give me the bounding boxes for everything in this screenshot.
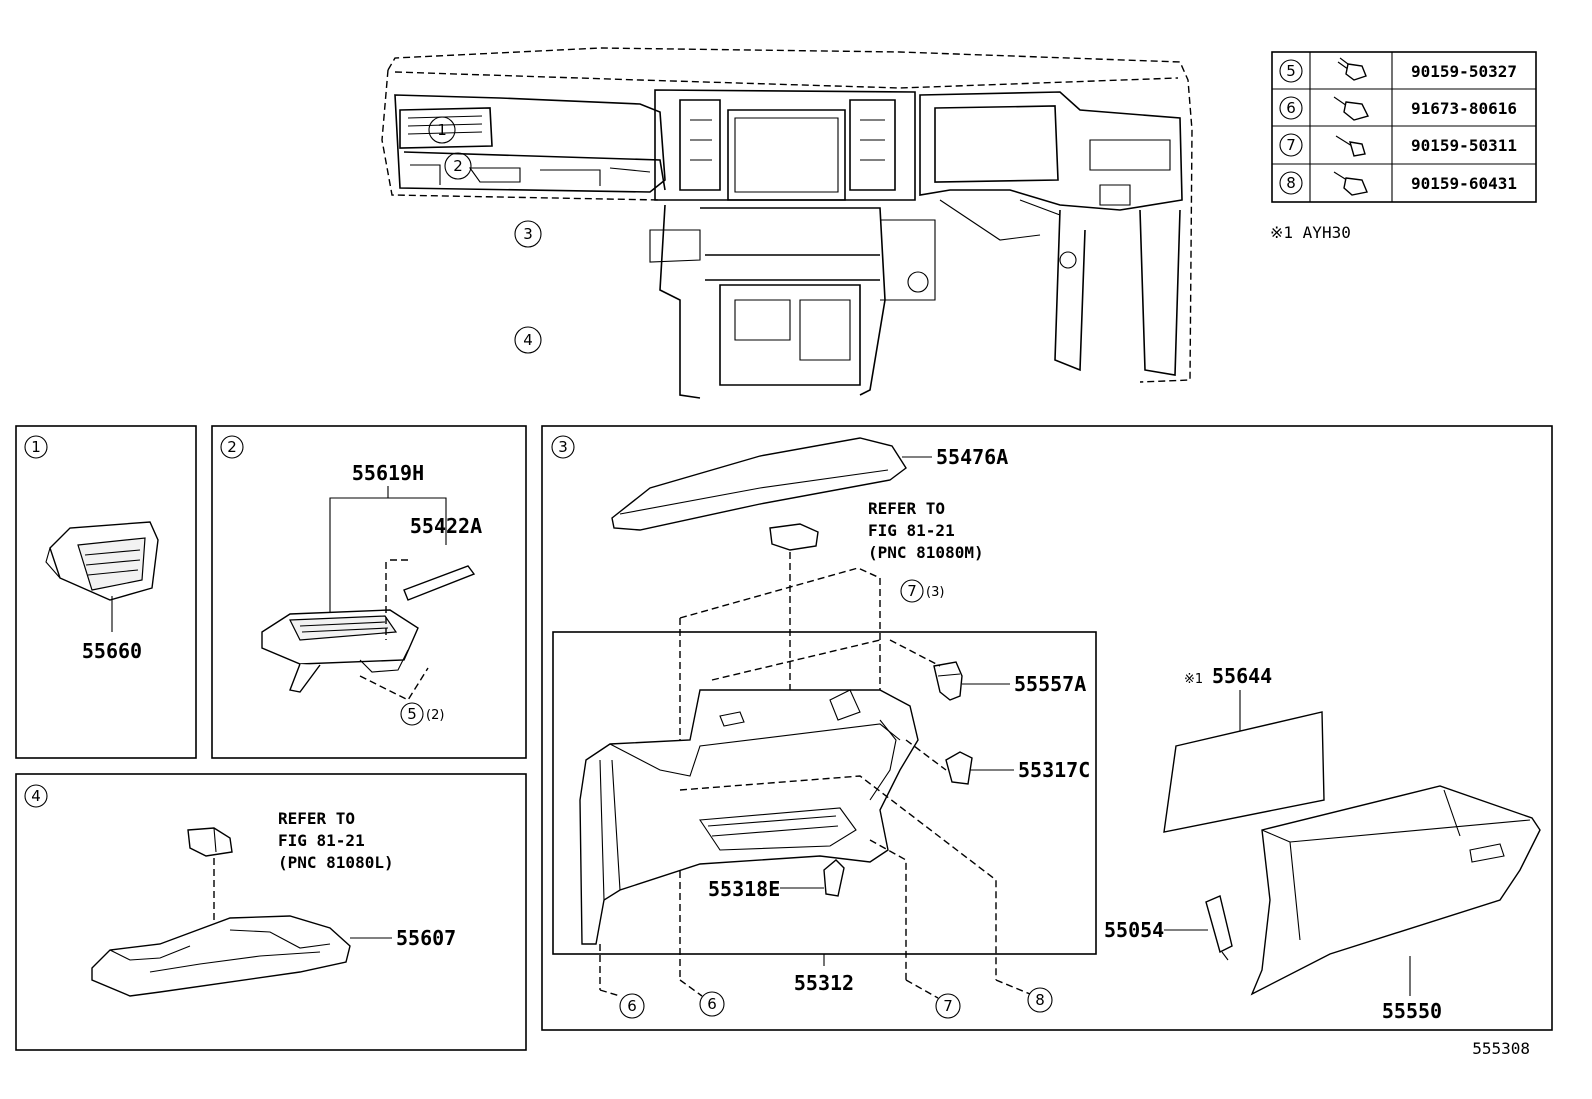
panel-2: 2 55619H 55422A 5 (2) [211, 425, 527, 759]
fastener-ref-5: 5 [407, 705, 417, 723]
callout-1 [428, 116, 456, 144]
bolt-icon [1335, 135, 1366, 157]
bolt-icon [1333, 171, 1368, 196]
trim-strip-drawing [403, 565, 476, 601]
fastener-row-8: 8 90159-60431 [1279, 171, 1517, 196]
svg-text:5: 5 [1286, 62, 1296, 80]
fastener-qty: (3) [926, 585, 944, 600]
panel-3-tag: 3 [558, 438, 568, 456]
part-55317C: 55317C [1018, 758, 1090, 782]
callout-4-text: 4 [523, 331, 533, 349]
side-vent-register-drawing [45, 521, 159, 601]
part-55476A: 55476A [936, 445, 1008, 469]
svg-text:7: 7 [1286, 136, 1296, 154]
part-55550: 55550 [1382, 999, 1442, 1023]
part-55557A: 55557A [1014, 672, 1086, 696]
svg-text:91673-80616: 91673-80616 [1411, 99, 1517, 118]
callout-ref-6b [699, 991, 725, 1017]
part-55607: 55607 [396, 926, 456, 950]
part-55054: 55054 [1104, 918, 1164, 942]
part-55644: 55644 [1212, 664, 1272, 688]
fastener-qty: (2) [426, 708, 444, 723]
dashboard-overview [381, 47, 1193, 399]
svg-text:90159-60431: 90159-60431 [1411, 174, 1517, 193]
svg-text:6: 6 [1286, 99, 1296, 117]
refer-note-line-1: REFER TO [278, 809, 355, 828]
panel-1-tag: 1 [31, 438, 41, 456]
clip-55557A-drawing [933, 661, 963, 701]
svg-text:6: 6 [627, 997, 637, 1015]
svg-text:90159-50311: 90159-50311 [1411, 136, 1517, 155]
connector-drawing [769, 523, 819, 551]
bracket-55317C-drawing [945, 751, 973, 785]
refer-note-line-2: FIG 81-21 [868, 521, 955, 540]
footnote: ※1 AYH30 [1270, 223, 1351, 242]
part-55660: 55660 [82, 639, 142, 663]
part-55318E: 55318E [708, 877, 780, 901]
callout-1-text: 1 [437, 121, 447, 139]
callout-2-text: 2 [453, 157, 463, 175]
panel-4: 4 REFER TO FIG 81-21 (PNC 81080L) 55607 [15, 773, 527, 1051]
fastener-row-7: 7 90159-50311 [1279, 133, 1517, 157]
refer-note-line-1: REFER TO [868, 499, 945, 518]
refer-note-line-3: (PNC 81080L) [278, 853, 394, 872]
fastener-row-5: 5 90159-50327 [1279, 57, 1517, 83]
panel-2-tag: 2 [227, 438, 237, 456]
overview-callouts: 1 2 3 4 [428, 116, 542, 354]
bolt-icon [1333, 96, 1370, 121]
callout-4 [514, 326, 542, 354]
under-cover-drawing [91, 915, 351, 997]
part-55619H: 55619H [352, 461, 424, 485]
figure-id: 555308 [1472, 1039, 1530, 1058]
callout-ref-6a [619, 993, 645, 1019]
fastener-row-6: 6 91673-80616 [1279, 96, 1517, 121]
svg-text:8: 8 [1035, 991, 1045, 1009]
svg-text:7: 7 [943, 997, 953, 1015]
svg-text:6: 6 [707, 995, 717, 1013]
upper-trim-panel-drawing [611, 437, 907, 531]
callout-ref-8 [1027, 987, 1053, 1013]
note-mark: ※1 [1184, 672, 1203, 687]
part-55422A: 55422A [410, 514, 482, 538]
pad-55644-drawing [1163, 711, 1325, 833]
panel-4-tag: 4 [31, 787, 41, 805]
glove-box-housing-drawing [579, 689, 919, 945]
callout-3-text: 3 [523, 225, 533, 243]
damper-55054-drawing [1205, 895, 1233, 961]
bolt-icon [1337, 57, 1367, 81]
connector-drawing [187, 827, 233, 857]
svg-text:8: 8 [1286, 174, 1296, 192]
fastener-table: 5 90159-50327 6 91673-80616 7 90159-5031 [1271, 51, 1537, 203]
panel-3: 3 55476A REFER TO FIG 81-21 (PNC 81080M)… [541, 425, 1553, 1031]
refer-note-line-2: FIG 81-21 [278, 831, 365, 850]
center-vent-assembly-drawing [261, 609, 419, 693]
part-55312: 55312 [794, 971, 854, 995]
panel-1: 1 55660 [15, 425, 197, 759]
refer-note-line-3: (PNC 81080M) [868, 543, 984, 562]
bracket-55318E-drawing [823, 859, 845, 897]
callout-3 [514, 220, 542, 248]
fastener-ref-7: 7 [907, 582, 917, 600]
callout-2 [444, 152, 472, 180]
svg-text:90159-50327: 90159-50327 [1411, 62, 1517, 81]
callout-ref-7 [935, 993, 961, 1019]
glove-box-door-drawing [1250, 785, 1541, 996]
